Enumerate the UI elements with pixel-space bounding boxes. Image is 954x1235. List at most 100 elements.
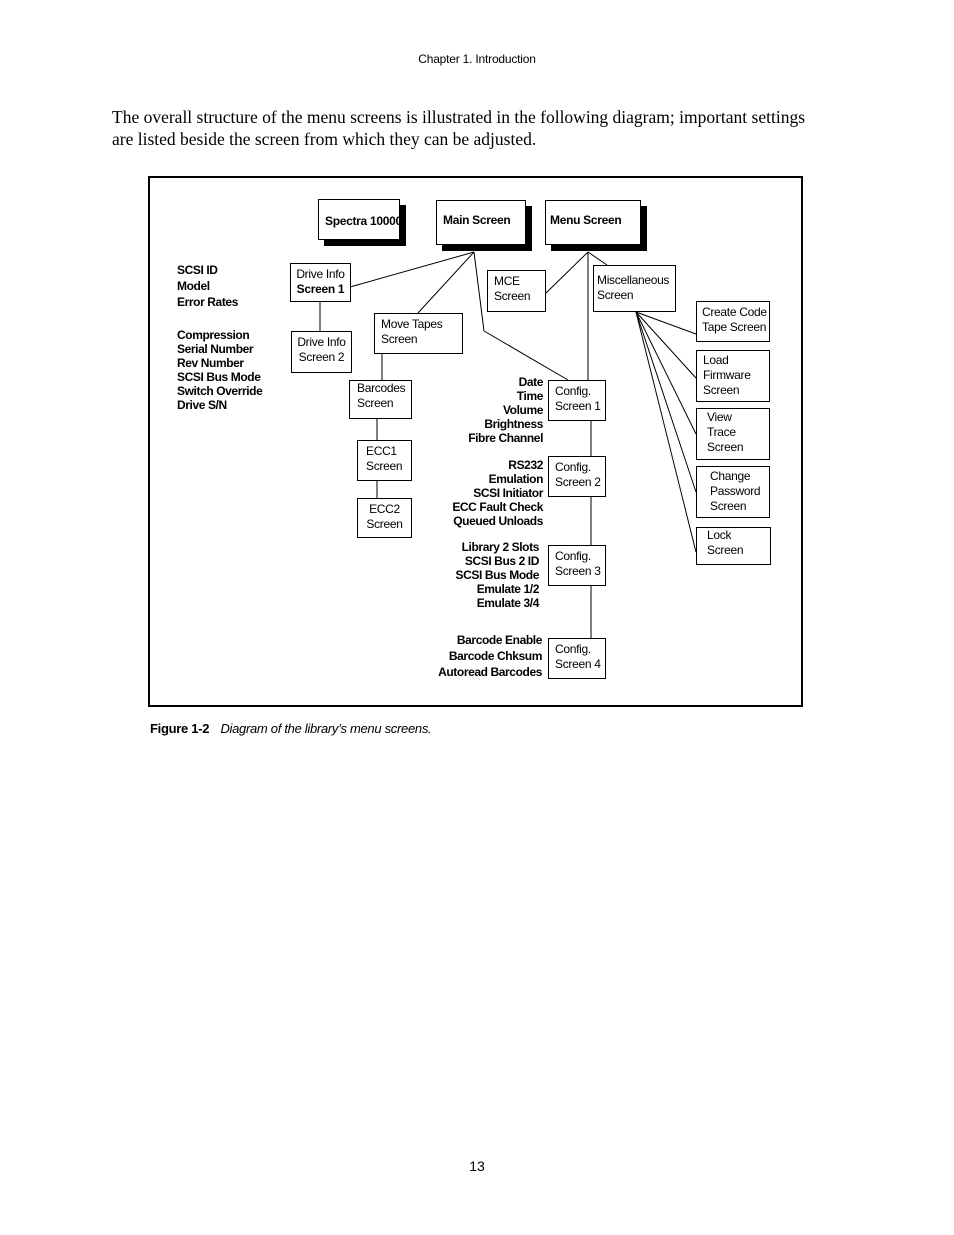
move-tapes-line-1: Move Tapes (381, 317, 443, 331)
config2-line-1: Config. (555, 460, 591, 474)
setting-item: Model (177, 279, 210, 293)
spectra-10000-label: Spectra 10000 (325, 214, 402, 228)
setting-item: Brightness (484, 417, 543, 431)
config-1-settings: Date Time Volume Brightness Fibre Channe… (468, 375, 543, 445)
setting-item: SCSI Bus Mode (177, 370, 261, 384)
drive-info-2-settings: Compression Serial Number Rev Number SCS… (177, 328, 263, 412)
drive-info-1-line-2: Screen 1 (296, 282, 345, 296)
config-2-settings: RS232 Emulation SCSI Initiator ECC Fault… (452, 458, 543, 528)
setting-item: Time (516, 389, 544, 403)
menu-screen-label: Menu Screen (550, 213, 622, 227)
view-trace-line-3: Screen (707, 440, 744, 454)
config2-line-2: Screen 2 (555, 475, 601, 489)
config-screen-4-box: Config. Screen 4 (548, 638, 606, 679)
load-firmware-line-3: Screen (703, 383, 740, 397)
config4-line-1: Config. (555, 642, 591, 656)
line-main-config1 (483, 330, 569, 381)
load-firmware-screen-box: Load Firmware Screen (696, 350, 770, 402)
load-firmware-line-1: Load (703, 353, 729, 367)
config-screen-3-box: Config. Screen 3 (548, 545, 606, 586)
drive-info-screen-2-box: Drive Info Screen 2 (291, 331, 352, 373)
mce-screen-box: MCE Screen (487, 270, 546, 312)
main-screen-label: Main Screen (443, 213, 511, 227)
setting-item: Emulation (488, 472, 544, 486)
setting-item: Barcode Enable (456, 633, 543, 647)
drive-info-2-line-1: Drive Info (297, 335, 346, 349)
figure-frame (148, 176, 803, 707)
line-main-driveinfo1 (349, 251, 475, 288)
ecc1-line-2: Screen (366, 459, 403, 473)
config1-line-2: Screen 1 (555, 399, 601, 413)
setting-item: SCSI Bus Mode (455, 568, 540, 582)
line-misc-createcode (635, 311, 697, 335)
change-password-line-1: Change (710, 469, 751, 483)
ecc1-screen-box: ECC1 Screen (357, 440, 412, 481)
intro-paragraph: The overall structure of the menu screen… (112, 107, 806, 149)
setting-item: ECC Fault Check (452, 500, 543, 514)
setting-item: Barcode Chksum (448, 649, 543, 663)
move-tapes-screen-box: Move Tapes Screen (374, 313, 463, 354)
config1-line-1: Config. (555, 384, 591, 398)
setting-item: Rev Number (177, 356, 244, 370)
line-misc-lock (635, 311, 697, 553)
view-trace-line-1: View (707, 410, 732, 424)
miscellaneous-screen-box: Miscellaneous Screen (593, 265, 676, 312)
figure-caption: Figure 1-2 Diagram of the library’s menu… (150, 721, 432, 736)
setting-item: Queued Unloads (453, 514, 543, 528)
line-menu-mce (545, 251, 589, 294)
barcodes-line-2: Screen (357, 396, 394, 410)
setting-item: Volume (502, 403, 543, 417)
load-firmware-line-2: Firmware (703, 368, 751, 382)
setting-item: Emulate 3/4 (476, 596, 540, 610)
main-screen-box: Main Screen (436, 200, 526, 245)
config-4-settings: Barcode Enable Barcode Chksum Autoread B… (438, 632, 542, 680)
view-trace-line-2: Trace (707, 425, 736, 439)
config4-line-2: Screen 4 (555, 657, 601, 671)
create-code-line-1: Create Code (702, 305, 767, 319)
ecc1-line-1: ECC1 (366, 444, 397, 458)
line-main-movetapes (417, 251, 475, 314)
setting-item: Error Rates (177, 295, 238, 309)
create-code-line-2: Tape Screen (702, 320, 767, 334)
setting-item: Compression (177, 328, 250, 342)
figure-number: Figure 1-2 (150, 721, 210, 736)
setting-item: Serial Number (177, 342, 254, 356)
change-password-screen-box: Change Password Screen (696, 466, 770, 518)
change-password-line-2: Password (710, 484, 761, 498)
setting-item: Library 2 Slots (461, 540, 540, 554)
line-menu-misc (587, 251, 608, 266)
setting-item: SCSI Bus 2 ID (464, 554, 540, 568)
drive-info-2-line-2: Screen 2 (298, 350, 345, 364)
line-misc-changepassword (635, 311, 697, 493)
setting-item: Date (518, 375, 544, 389)
lock-line-1: Lock (707, 528, 732, 542)
menu-screen-box: Menu Screen (545, 200, 641, 245)
setting-item: SCSI ID (177, 263, 218, 277)
view-trace-screen-box: View Trace Screen (696, 408, 770, 460)
setting-item: Fibre Channel (468, 431, 543, 445)
page-number: 13 (469, 1158, 485, 1174)
create-code-tape-screen-box: Create Code Tape Screen (696, 301, 770, 342)
ecc2-screen-box: ECC2 Screen (357, 498, 412, 538)
setting-item: Autoread Barcodes (438, 665, 542, 679)
misc-line-1: Miscellaneous (597, 273, 670, 287)
setting-item: Emulate 1/2 (476, 582, 540, 596)
running-header: Chapter 1. Introduction (418, 52, 536, 66)
ecc2-line-2: Screen (366, 517, 403, 531)
drive-info-1-settings: SCSI ID Model Error Rates (177, 262, 238, 310)
lock-screen-box: Lock Screen (696, 527, 771, 565)
change-password-line-3: Screen (710, 499, 747, 513)
drive-info-1-line-1: Drive Info (296, 267, 345, 281)
mce-line-2: Screen (494, 289, 531, 303)
config-screen-1-box: Config. Screen 1 (548, 380, 606, 421)
spectra-10000-box: Spectra 10000 (318, 199, 402, 240)
mce-line-1: MCE (494, 274, 520, 288)
drive-info-screen-1-box: Drive Info Screen 1 (290, 263, 351, 302)
setting-item: RS232 (508, 458, 543, 472)
setting-item: Drive S/N (177, 398, 227, 412)
config-screen-2-box: Config. Screen 2 (548, 456, 606, 497)
ecc2-line-1: ECC2 (369, 502, 400, 516)
config3-line-1: Config. (555, 549, 591, 563)
config3-line-2: Screen 3 (555, 564, 601, 578)
